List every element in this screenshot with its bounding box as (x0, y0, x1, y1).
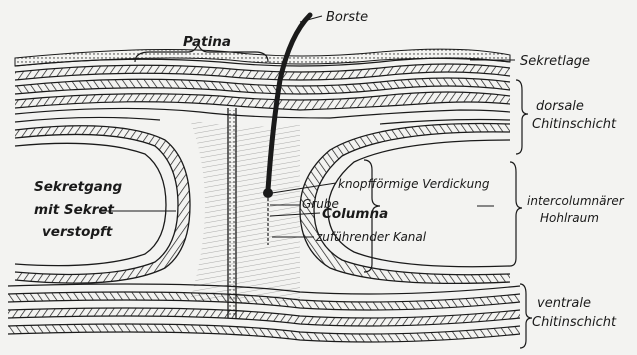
columna-body (190, 120, 300, 303)
label-sekretgang: Sekretgang (34, 179, 123, 195)
label-verstopft: verstopft (42, 224, 113, 240)
label-patina: Patina (183, 34, 231, 50)
label-dorsale: dorsale (536, 99, 584, 114)
label-knopf: knopfförmige Verdickung (338, 177, 490, 191)
label-dorsale-chitinschicht: Chitinschicht (532, 117, 617, 132)
label-columna: Columna (322, 206, 388, 222)
label-mit-sekret: mit Sekret (34, 202, 115, 218)
label-ventrale: ventrale (537, 296, 591, 311)
label-hohlraum: Hohlraum (540, 211, 599, 225)
label-ventrale-chitinschicht: Chitinschicht (532, 315, 617, 330)
label-sekretlage: Sekretlage (520, 54, 590, 69)
label-intercolumnaer: intercolumnärer (527, 194, 625, 208)
label-kanal: zuführender Kanal (315, 230, 427, 244)
label-borste: Borste (326, 10, 368, 25)
